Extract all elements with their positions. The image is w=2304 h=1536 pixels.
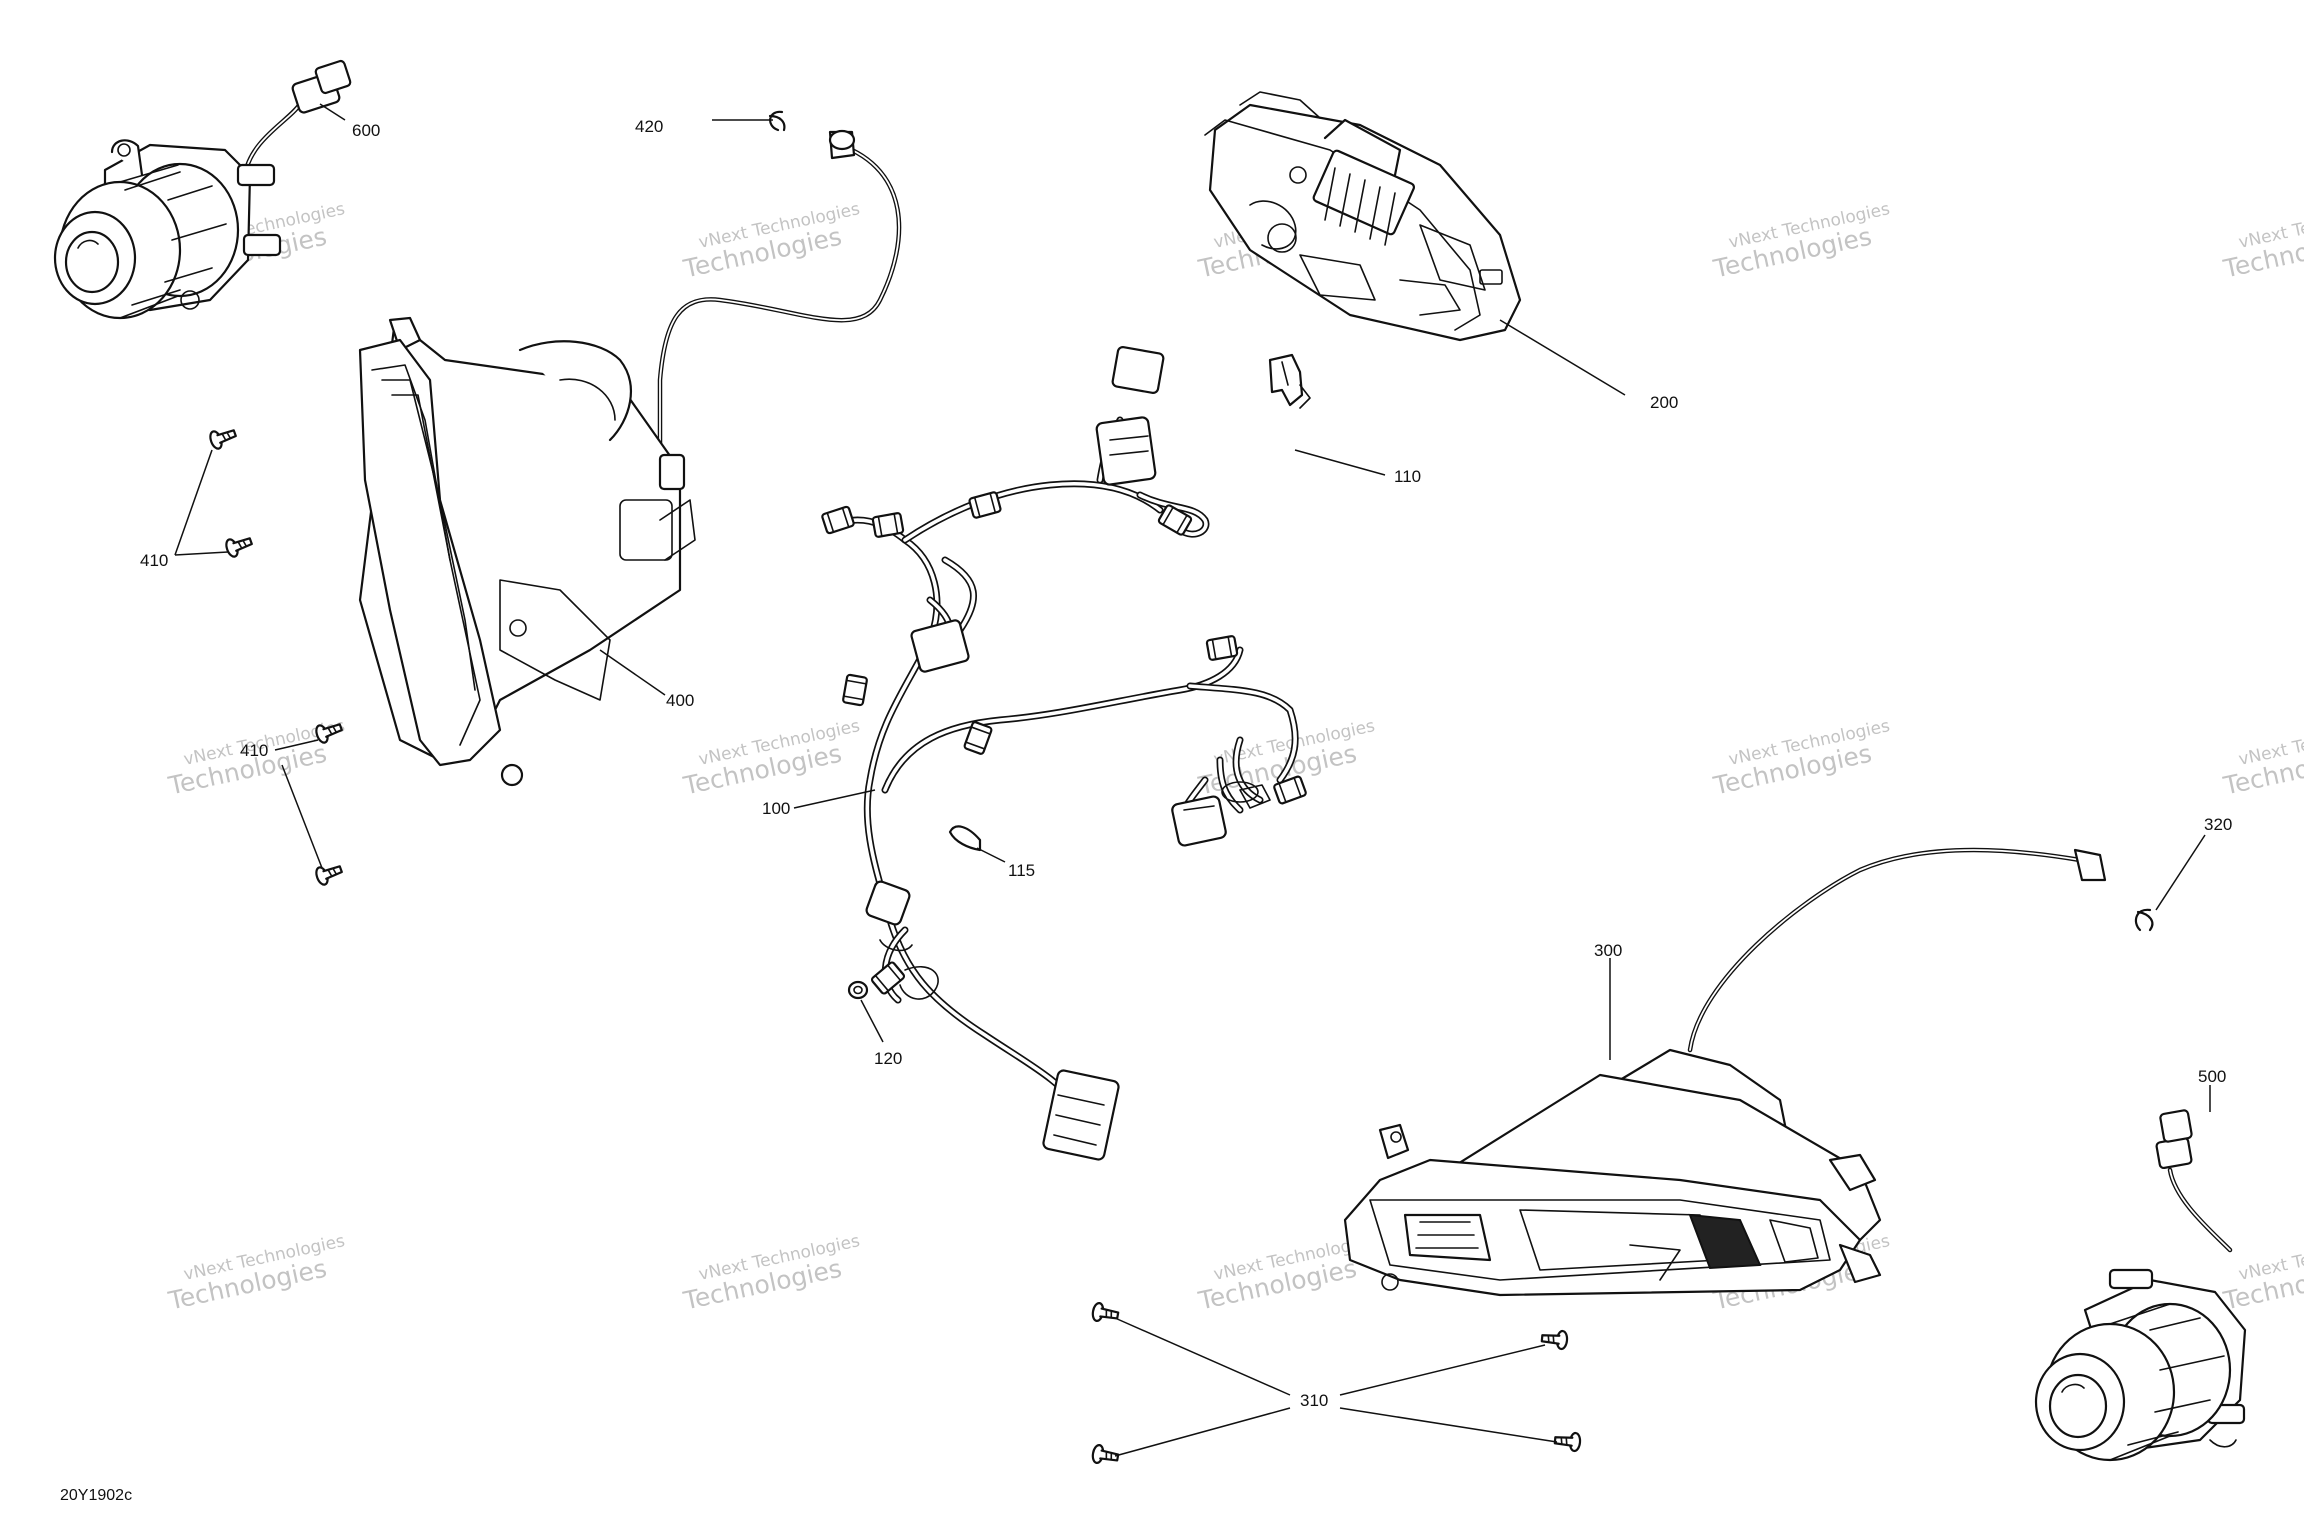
- part-410-screw-upper-a[interactable]: [207, 423, 239, 452]
- watermark: vNext Technologies Technologies: [2220, 716, 2304, 801]
- part-120-nut[interactable]: [847, 980, 869, 1000]
- part-310-screw-d[interactable]: [1553, 1430, 1582, 1453]
- part-320-retaining-clip[interactable]: [2134, 908, 2154, 932]
- part-500-aux-lamp-right[interactable]: [2034, 1109, 2247, 1462]
- watermark: vNext Technologies Technologies: [680, 1231, 862, 1316]
- part-410-screw-upper-b[interactable]: [223, 531, 255, 560]
- watermark: vNext Technologies Technologies: [2220, 1231, 2304, 1316]
- callout-600: 600: [352, 121, 380, 140]
- callout-310: 310: [1300, 1391, 1328, 1410]
- part-110-clip[interactable]: [1268, 353, 1311, 409]
- part-310-screw-b[interactable]: [1540, 1328, 1569, 1351]
- callout-420: 420: [635, 117, 663, 136]
- callout-100: 100: [762, 799, 790, 818]
- callout-200: 200: [1650, 393, 1678, 412]
- leader-lines: [174, 103, 2211, 1457]
- part-115-tie-clip[interactable]: [948, 825, 982, 852]
- watermark: vNext Technologies Technologies: [680, 716, 862, 801]
- callout-400: 400: [666, 691, 694, 710]
- watermark: vNext Technologies Technologies: [680, 199, 862, 284]
- part-410-screw-lower-b[interactable]: [313, 859, 345, 888]
- part-200-instrument-cluster[interactable]: [1204, 91, 1522, 342]
- part-310-screw-a[interactable]: [1090, 1301, 1121, 1326]
- part-400-headlamp-left[interactable]: [358, 129, 902, 787]
- callout-410-lower: 410: [240, 741, 268, 760]
- part-420-retaining-clip[interactable]: [768, 110, 786, 132]
- callout-320: 320: [2204, 815, 2232, 834]
- callout-500: 500: [2198, 1067, 2226, 1086]
- part-600-aux-lamp-left[interactable]: [53, 59, 352, 320]
- watermark: vNext Technologies Technologies: [2220, 199, 2304, 284]
- watermark: vNext Technologies Technologies: [165, 1231, 347, 1316]
- callout-410-upper: 410: [140, 551, 168, 570]
- part-100-wiring-harness[interactable]: [820, 346, 1308, 1161]
- callout-120: 120: [874, 1049, 902, 1068]
- part-300-headlamp-right[interactable]: [1343, 847, 2107, 1297]
- callout-110: 110: [1394, 467, 1421, 486]
- callout-labels: 600 420 410 400 410 200 110 100 115 120 …: [140, 117, 2232, 1410]
- callout-115: 115: [1008, 861, 1035, 880]
- watermark: vNext Technologies Technologies: [1710, 716, 1892, 801]
- callout-300: 300: [1594, 941, 1622, 960]
- diagram-code: 20Y1902c: [60, 1487, 132, 1504]
- watermark: vNext Technologies Technologies: [1710, 199, 1892, 284]
